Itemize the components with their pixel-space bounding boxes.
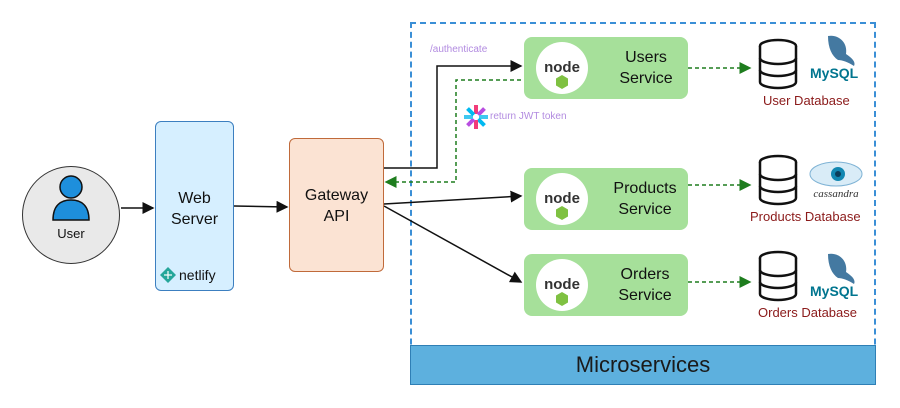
user-database-label: User Database — [763, 93, 850, 108]
database-icon-products — [757, 154, 799, 211]
web-server-line1: Web — [178, 190, 211, 207]
users-service-label: Users Service — [608, 47, 684, 89]
database-icon-orders — [757, 250, 799, 307]
svg-text:cassandra: cassandra — [813, 188, 859, 200]
node-logo-orders: node — [535, 258, 589, 317]
mysql-logo-users: MySQL — [808, 32, 864, 89]
products-service-label: Products Service — [604, 178, 686, 220]
web-server-node — [155, 121, 234, 291]
web-server-label: Web Server — [155, 188, 234, 230]
user-label: User — [57, 226, 85, 241]
node-logo-users: node — [535, 41, 589, 100]
products-database-label: Products Database — [750, 209, 861, 224]
jwt-label: return JWT token — [490, 111, 567, 122]
microservices-label: Microservices — [410, 345, 876, 385]
cassandra-logo: cassandra — [806, 160, 866, 207]
svg-text:MySQL: MySQL — [810, 65, 859, 81]
orders-service-label: Orders Service — [606, 264, 684, 306]
products-service-line1: Products — [613, 180, 677, 197]
database-icon-users — [757, 38, 799, 95]
edge-gateway-products — [383, 190, 523, 205]
gateway-line2: API — [323, 208, 350, 225]
user-icon — [51, 172, 91, 227]
svg-text:MySQL: MySQL — [810, 283, 859, 299]
orders-database-label: Orders Database — [758, 305, 857, 320]
netlify-logo: netlify — [160, 267, 216, 283]
users-service-line2: Service — [619, 70, 673, 87]
netlify-icon — [160, 267, 176, 283]
jwt-icon — [463, 104, 489, 135]
edge-users-gateway-jwt — [384, 79, 521, 188]
svg-text:node: node — [544, 276, 580, 293]
edge-gateway-orders — [383, 205, 523, 283]
web-server-line2: Server — [170, 211, 219, 228]
users-service-line1: Users — [625, 49, 667, 66]
edge-gateway-users — [384, 60, 523, 169]
orders-service-line1: Orders — [620, 266, 670, 283]
products-service-line2: Service — [618, 201, 672, 218]
svg-text:node: node — [544, 190, 580, 207]
orders-service-line2: Service — [618, 287, 672, 304]
svg-text:node: node — [544, 59, 580, 76]
gateway-label: Gateway API — [289, 185, 384, 227]
node-logo-products: node — [535, 172, 589, 231]
authenticate-label: /authenticate — [430, 44, 488, 55]
mysql-logo-orders: MySQL — [808, 250, 864, 307]
netlify-text: netlify — [179, 267, 216, 283]
edge-web-gateway — [233, 200, 289, 213]
gateway-line1: Gateway — [304, 187, 369, 204]
gateway-node — [289, 138, 384, 272]
